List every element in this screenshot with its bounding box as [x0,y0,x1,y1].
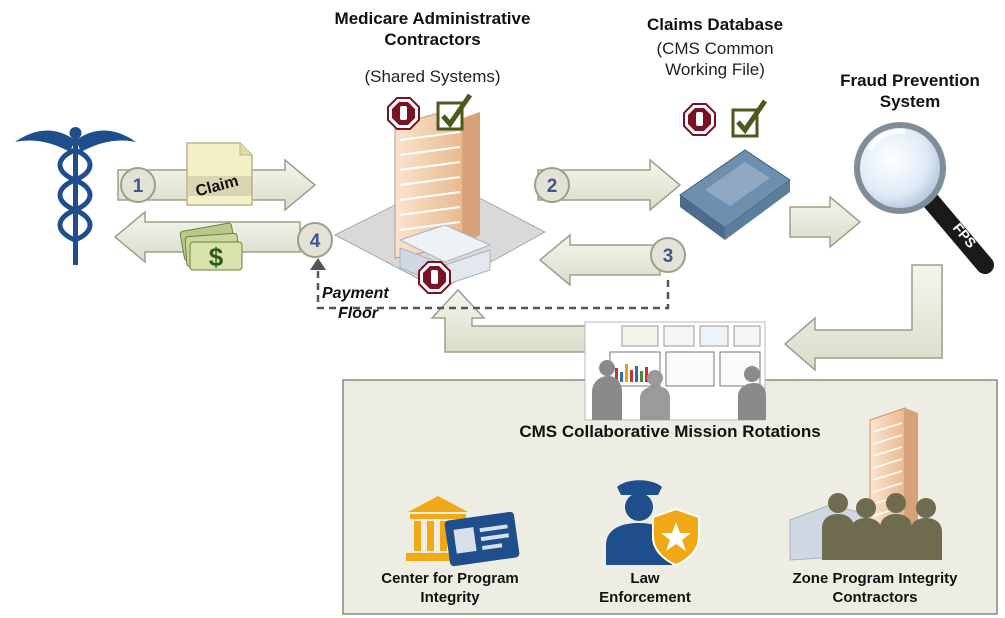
step-4-marker: 4 [297,222,333,258]
caduceus-icon [15,127,136,265]
group-zone-contractors-line1: Zone Program Integrity [792,570,958,587]
stop-sign-icon [418,261,451,294]
step-3-label: 3 [663,246,674,267]
group-program-integrity: Center for Program Integrity [350,569,550,607]
fps-title: Fraud Prevention System [820,70,1000,112]
group-program-integrity-line1: Center for Program [381,570,519,587]
mac-building-icon [333,109,547,291]
step-2-marker: 2 [534,167,570,203]
step-1-label: 1 [133,176,144,197]
payment-floor-label: Payment Floor [322,284,422,324]
claims-db-subtitle-line1: (CMS Common [656,39,774,58]
checkmark-icon [731,99,768,138]
claims-db-subtitle: (CMS Common Working File) [630,38,800,80]
mac-title-line1: Medicare Administrative [334,9,531,28]
claims-database-building-icon [679,149,791,240]
arrow-db-to-fps [789,195,862,249]
fps-title-line1: Fraud Prevention [840,71,980,90]
payment-floor-path [316,268,670,310]
group-zone-contractors-line2: Contractors [832,589,918,606]
group-program-integrity-line2: Integrity [420,589,480,606]
group-zone-contractors: Zone Program Integrity Contractors [760,569,990,607]
payment-floor-arrowhead [310,258,326,270]
magnifying-glass-icon [854,122,994,274]
claim-document-icon [186,142,253,206]
group-law-enforcement: Law Enforcement [575,569,715,607]
step-3-marker: 3 [650,237,686,273]
arrow-rotations-to-mac [430,288,591,353]
payment-floor-line2: Floor [338,305,378,322]
claims-db-subtitle-line2: Working File) [665,60,765,79]
mac-title-line2: Contractors [384,30,481,49]
badge-icon [652,507,700,567]
mac-subtitle: (Shared Systems) [364,67,501,86]
step-4-label: 4 [310,231,321,252]
stop-sign-icon [683,103,716,136]
fps-title-line2: System [879,92,941,111]
group-law-enforcement-line2: Enforcement [599,589,691,606]
mission-room-image [584,321,766,421]
claims-db-title: Claims Database [646,15,784,34]
money-icon [179,222,243,271]
stop-sign-icon [387,97,420,130]
rotations-title: CMS Collaborative Mission Rotations [519,422,821,441]
id-card-icon [444,511,520,567]
dollar-sign-icon: $ [209,242,224,272]
contractor-group-icon [789,493,942,561]
arrow-fps-to-rotations [783,264,943,372]
step-2-label: 2 [547,176,558,197]
step-1-marker: 1 [120,167,156,203]
group-law-enforcement-line1: Law [630,570,660,587]
arrow-step-3 [538,233,661,287]
mac-title: Medicare Administrative Contractors [300,8,565,50]
payment-floor-line1: Payment [322,285,389,302]
checkmark-icon [436,93,473,131]
